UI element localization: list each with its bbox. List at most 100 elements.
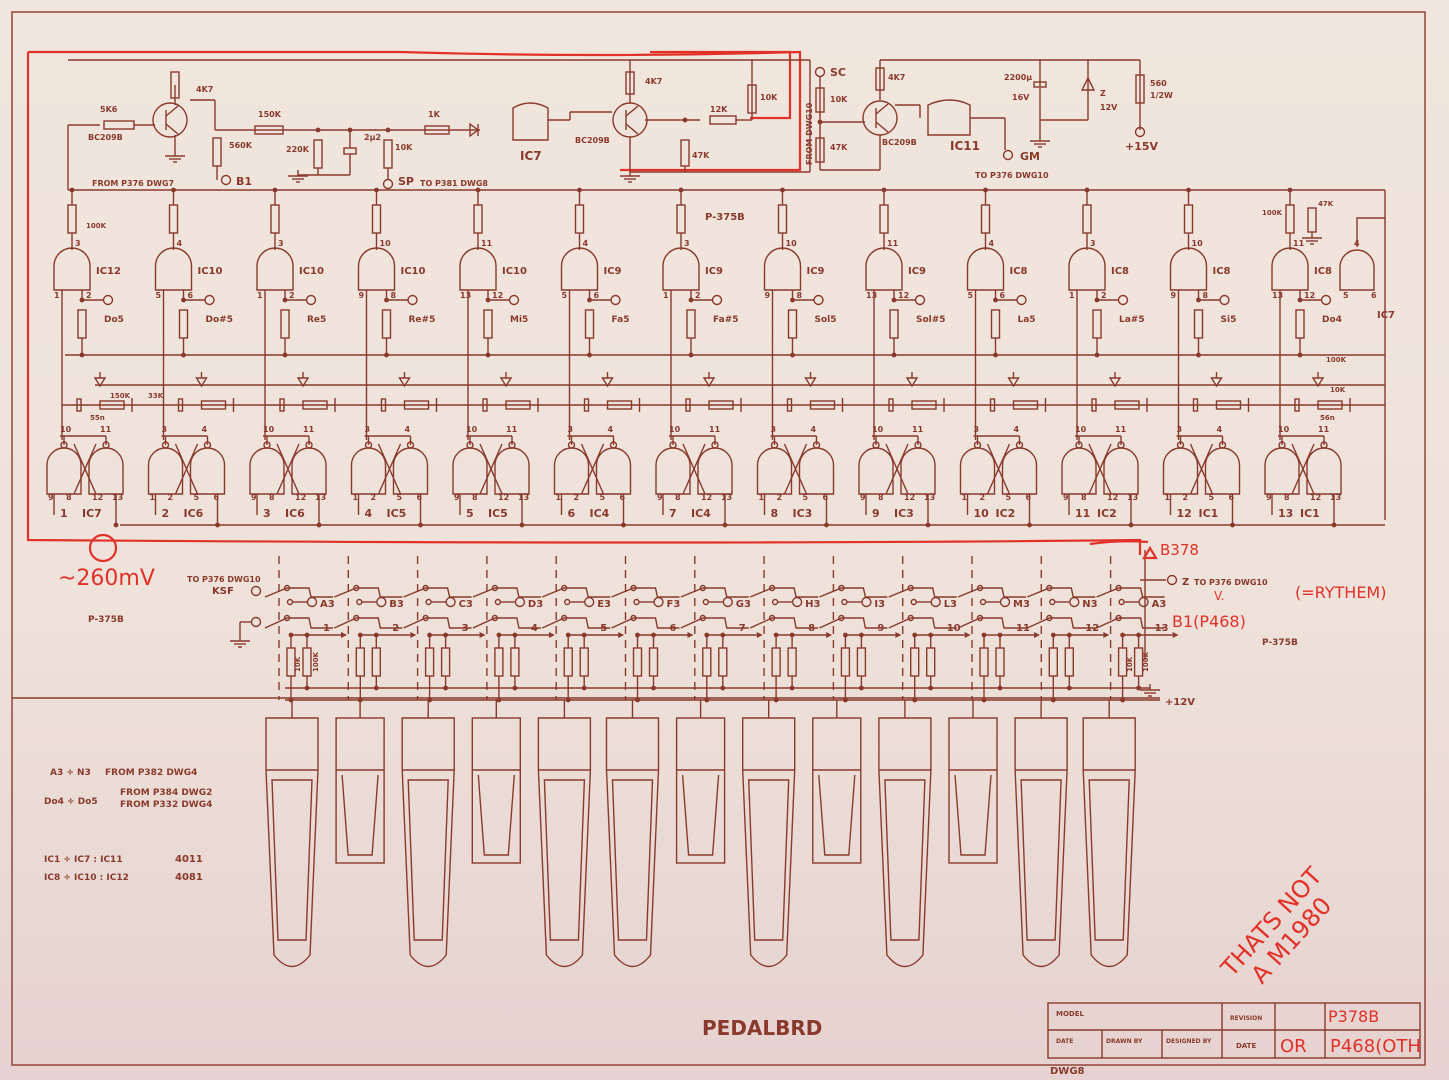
- pin-number: 11: [1318, 425, 1330, 434]
- line-number: 8: [808, 623, 815, 634]
- key-switch-contact: [1027, 587, 1096, 598]
- pin-number: 1: [353, 493, 359, 502]
- component-label: 100K: [312, 651, 320, 672]
- title-block-label: REVISION: [1230, 1015, 1262, 1022]
- key-switch-contact: [680, 617, 749, 629]
- pedal-key[interactable]: [265, 717, 319, 968]
- resistor: [563, 647, 573, 677]
- pedal-key[interactable]: [878, 717, 932, 968]
- pin-label: KSF: [212, 586, 234, 597]
- contact-point: [1046, 584, 1053, 592]
- key-switch-contact: [888, 587, 957, 598]
- arrow-icon: [756, 632, 763, 638]
- contact-point: [561, 584, 568, 592]
- pedal-key[interactable]: [1014, 717, 1068, 968]
- resistor: [371, 204, 382, 234]
- pin-number: 4: [811, 425, 817, 434]
- key-terminal: [1138, 596, 1149, 608]
- resistor: [718, 647, 728, 677]
- pin-number: 10: [1192, 239, 1204, 248]
- ic-label: IC10: [198, 266, 223, 277]
- white-pedal[interactable]: [605, 717, 660, 968]
- wire: [682, 443, 706, 495]
- ic-label: IC7: [82, 507, 102, 520]
- white-pedal[interactable]: [878, 717, 932, 968]
- key-label: E3: [597, 599, 611, 610]
- ic-label: IC5: [488, 507, 508, 520]
- white-pedal[interactable]: [265, 717, 319, 968]
- wire: [165, 123, 179, 135]
- capacitor-icon: [1294, 398, 1300, 412]
- resistor: [270, 204, 280, 234]
- pedal-key[interactable]: [675, 717, 726, 864]
- wire: [986, 443, 1011, 495]
- transistor-icon: [152, 102, 188, 138]
- red-circle-markup: [88, 533, 118, 563]
- pin-number: 13: [1127, 493, 1138, 502]
- pedal-key[interactable]: [335, 717, 385, 864]
- flipflop-number: 7: [669, 507, 677, 520]
- ic-label: IC3: [793, 507, 813, 520]
- arrow-icon: [826, 632, 833, 638]
- pin-number: 12: [92, 493, 103, 502]
- pedal-detail: [402, 769, 455, 941]
- resistor: [1307, 207, 1317, 233]
- note-output-terminal: [813, 294, 824, 306]
- red-arrow-markup: [1089, 540, 1158, 560]
- pin-number: 6: [417, 493, 423, 502]
- pedal-key[interactable]: [812, 717, 862, 864]
- pin-number: 11: [887, 239, 899, 248]
- pin-number: 8: [1203, 291, 1209, 300]
- pin-number: 4: [608, 425, 614, 434]
- white-pedal[interactable]: [537, 717, 592, 968]
- pin-number: 10: [1075, 425, 1087, 434]
- arrow-icon: [964, 632, 971, 638]
- pedal-key[interactable]: [605, 717, 660, 968]
- key-terminal: [306, 596, 318, 608]
- wire: [885, 443, 909, 495]
- note-output-terminal: [1219, 294, 1230, 306]
- note-text: Do4 ÷ Do5: [44, 797, 98, 807]
- pin-number: 8: [1081, 493, 1087, 502]
- pin-number: 5: [803, 493, 809, 502]
- resistor: [200, 400, 227, 410]
- capacitor-icon: [583, 398, 590, 412]
- pin-number: 2: [695, 291, 701, 300]
- pin-number: 6: [620, 493, 626, 502]
- pedal-key[interactable]: [537, 717, 592, 968]
- pin-number: 2: [777, 493, 783, 502]
- junction-dot: [587, 352, 592, 358]
- resistor: [708, 400, 734, 410]
- pedal-key[interactable]: [1082, 717, 1136, 968]
- white-pedal[interactable]: [742, 717, 796, 968]
- pedal-key[interactable]: [742, 717, 796, 968]
- note-label: Fa5: [612, 315, 630, 325]
- wire: [783, 443, 808, 495]
- white-pedal[interactable]: [1082, 717, 1136, 968]
- contact-point: [976, 614, 984, 622]
- pedal-key[interactable]: [471, 717, 521, 864]
- contact-point: [1115, 614, 1122, 622]
- resistor: [1295, 309, 1305, 339]
- nand-gate: [350, 447, 387, 495]
- pin-number: 1: [257, 291, 263, 300]
- pedal-key[interactable]: [401, 717, 455, 968]
- nand-gate: [595, 447, 632, 495]
- arrow-icon: [1034, 632, 1040, 638]
- key-label: C3: [459, 599, 473, 610]
- nand-gate: [900, 447, 936, 495]
- pin-number: 3: [1177, 425, 1183, 434]
- pedal-key[interactable]: [948, 717, 998, 864]
- contact-point: [494, 598, 502, 606]
- component-label: IC7: [520, 149, 542, 163]
- white-pedal[interactable]: [401, 717, 455, 968]
- resistor: [212, 137, 222, 167]
- component-label: 10K: [1330, 386, 1346, 394]
- annotation-rythem: (=RYTHEM): [1295, 583, 1386, 602]
- white-pedal[interactable]: [1014, 717, 1068, 968]
- note-output-terminal: [1016, 294, 1027, 306]
- pin-number: 8: [391, 291, 397, 300]
- line-number: 9: [877, 623, 884, 634]
- pin-number: 10: [380, 239, 392, 248]
- junction-dot: [925, 522, 931, 528]
